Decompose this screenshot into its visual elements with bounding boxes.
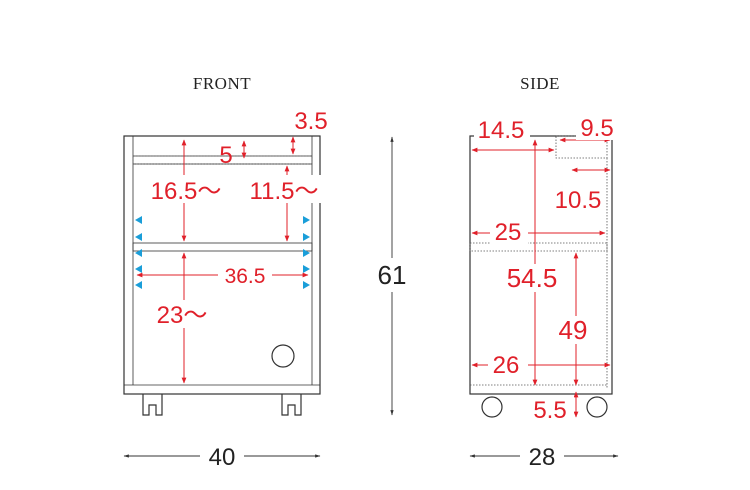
side-top-depth-label: 14.5 <box>478 117 525 144</box>
door-knob-icon <box>271 344 295 368</box>
side-notch-width-label: 9.5 <box>580 115 613 142</box>
side-middle-shelf <box>469 242 608 252</box>
side-cabinet-outline <box>469 135 613 395</box>
total-height: 61 <box>378 136 407 416</box>
side-caster-height-label: 5.5 <box>533 397 566 424</box>
front-top-gap-label: 3.5 <box>294 108 327 135</box>
front-cabinet-outline <box>123 135 321 395</box>
side-lower-height-label: 49 <box>559 315 588 345</box>
front-view: FRONT <box>123 74 328 471</box>
front-top-shelf-label: 5 <box>219 142 232 169</box>
front-lower-height-label: 23～ <box>157 302 208 329</box>
total-height-label: 61 <box>378 260 407 290</box>
front-upper-right-label: 11.5～ <box>250 178 319 205</box>
side-bottom-depth-label: 26 <box>493 352 520 379</box>
side-caster-back-icon <box>586 396 608 418</box>
front-caster-right-icon <box>281 394 302 416</box>
front-caster-left-icon <box>142 394 163 416</box>
shelf-pin-markers <box>135 216 310 289</box>
side-notch-height-label: 10.5 <box>555 187 602 214</box>
front-middle-shelf <box>132 242 313 252</box>
front-total-width-label: 40 <box>209 444 236 471</box>
side-caster-front-icon <box>481 396 503 418</box>
side-inner-height-label: 54.5 <box>507 263 558 293</box>
side-view: SIDE 14.5 9.5 10.5 25 <box>469 74 620 471</box>
front-upper-left-label: 16.5～ <box>151 178 222 205</box>
side-title: SIDE <box>520 74 560 93</box>
side-total-depth-label: 28 <box>529 444 556 471</box>
front-inner-width-label: 36.5 <box>225 265 266 288</box>
front-title: FRONT <box>193 74 251 93</box>
side-shelf-depth-label: 25 <box>495 219 522 246</box>
